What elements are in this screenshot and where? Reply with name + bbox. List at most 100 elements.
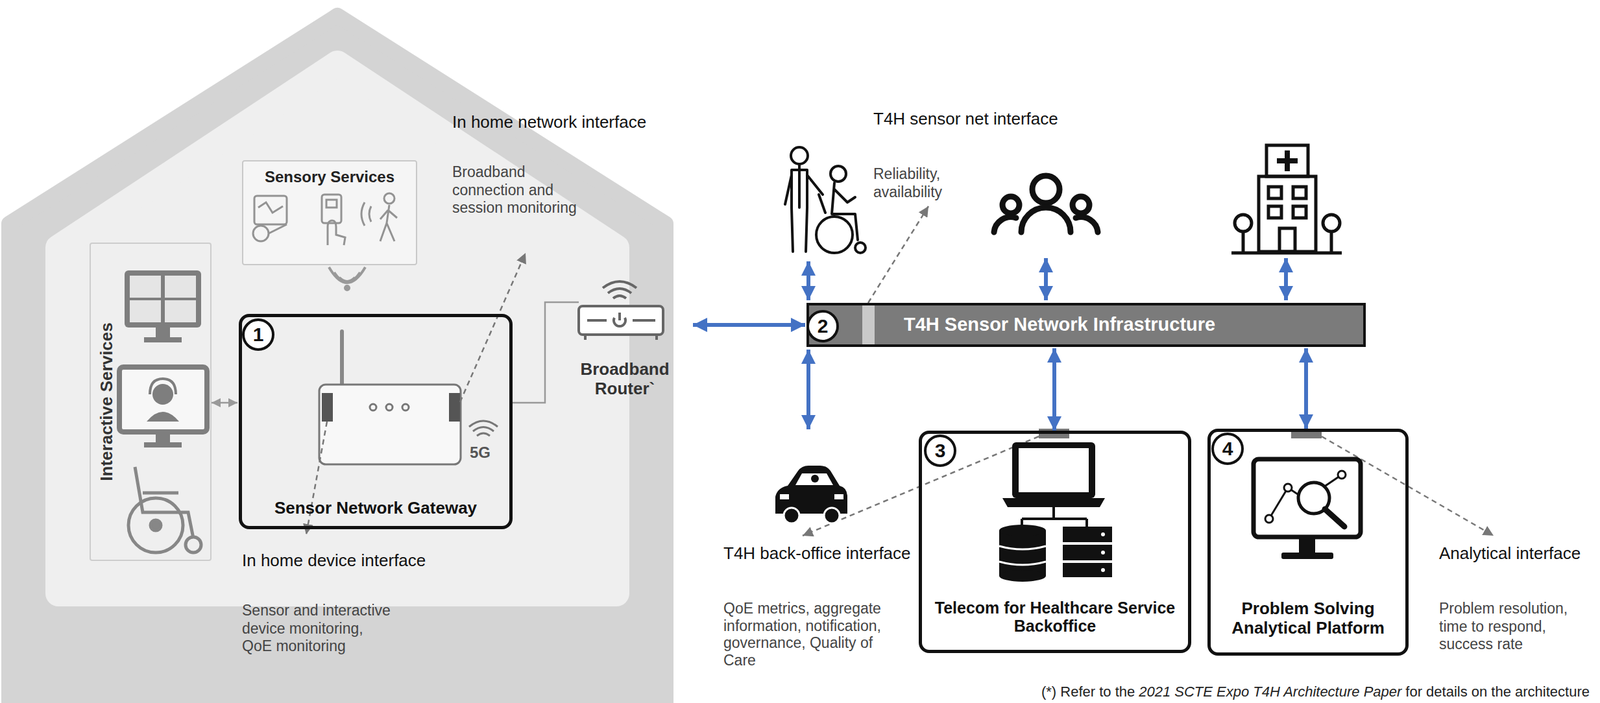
interactive-icons [164,275,196,298]
gateway-box: Sensor Network Gateway [238,314,513,530]
hospital-icon [1231,145,1342,254]
router-icon [607,288,632,294]
wireless-signal [345,286,350,291]
analytics-icon [1281,552,1334,560]
people-icon [1075,217,1098,233]
interface-heading: Analytical interface [1439,543,1595,564]
callout-number: 4 [1211,432,1244,466]
interactive-icons [128,498,183,553]
backoffice-icon [999,546,1046,566]
analytics-icon [1298,537,1316,553]
interactive-icons [155,432,170,443]
sensory-icons [380,205,398,242]
stakeholder-arrow [806,261,811,301]
router-icon [632,319,656,322]
sensory-icons [268,224,287,234]
caregiver-icon [785,147,866,254]
sensory-icons [327,220,346,246]
callout-number: 1 [242,318,275,352]
router-icon [583,334,587,340]
analytics-icon [1324,509,1345,527]
interactive-icons [155,327,170,339]
caregiver-icon [831,182,858,241]
interactive-icons [128,467,202,553]
callout-number: 3 [923,434,957,468]
hospital-icon [1268,206,1282,219]
interactive-icons [129,275,161,298]
backoffice-icon [1101,568,1105,573]
backoffice-box: Telecom for Healthcare Service Backoffic… [918,430,1192,654]
backoffice-icon [1062,545,1113,561]
sensory-icons [242,160,418,266]
leader-line [868,206,929,304]
callout-number: 2 [806,310,839,343]
infrastructure-bar: T4H Sensor Network Infrastructure [806,303,1366,348]
box-title: Problem Solving Analytical Platform [1223,599,1393,639]
caregiver-icon [818,194,826,213]
analytics-icon [1253,459,1361,538]
hospital-icon [1279,228,1296,252]
interactive-icons [119,270,207,553]
stakeholder-arrow [1284,258,1288,301]
people-icon [1072,196,1090,214]
car-icon [811,474,819,483]
box-title: Sensor Network Gateway [274,498,477,519]
box-title: Telecom for Healthcare Service Backoffic… [931,598,1179,637]
sensory-icons [384,193,395,204]
sensory-icons [361,202,372,226]
backoffice-icon [999,524,1046,537]
stakeholder-arrow [806,349,811,430]
interactive-icons [149,378,176,395]
hospital-icon [1234,214,1252,232]
hospital-icon [1330,231,1334,252]
interactive-icons [144,442,182,448]
interface-description: Reliability, availability [873,165,991,202]
gateway-device [319,331,498,465]
backoffice-icon [1101,550,1105,555]
interface-description: Problem resolution, time to respond, suc… [1439,600,1590,655]
backoffice-icon [1062,526,1113,543]
router-icon [613,295,627,299]
analytics-icon [1253,459,1361,560]
leader-line [306,206,1494,536]
backoffice-icon [999,530,1046,577]
interface-heading: T4H back-office interface [723,543,919,564]
interactive-icons [185,537,202,553]
hospital-icon [1293,186,1307,199]
caregiver-icon [790,147,808,165]
service-panel: Interactive Services [89,242,212,562]
router-icon [587,319,607,322]
sensory-icons [242,160,418,266]
hospital-icon [1258,176,1316,252]
wireless-signal [328,267,366,283]
hospital-icon [1241,231,1246,252]
caregiver-icon [830,166,847,182]
hospital-icon [1276,150,1298,172]
bar-title: T4H Sensor Network Infrastructure [903,314,1216,336]
interactive-icons [129,300,161,323]
wireless-signal [328,267,366,291]
backoffice-icon [999,442,1113,582]
service-panel: Sensory Services [242,160,418,266]
device-link [512,302,579,403]
car-icon [775,465,848,524]
people-icon [1021,207,1071,233]
interface-description: Sensor and interactive device monitoring… [242,602,395,656]
link-arrow [692,323,806,328]
footnote-reference: 2021 SCTE Expo T4H Architecture Paper [1138,683,1402,701]
backoffice-icon [1021,507,1087,527]
sensory-icons [254,195,287,225]
leader-line [460,253,526,403]
gateway-device [369,404,377,411]
hospital-icon [1322,214,1340,232]
car-icon [834,494,844,500]
interactive-icons [146,412,180,422]
device-name: Broadband Router` [569,360,680,400]
backoffice-icon [1002,498,1105,508]
hospital-icon [1231,251,1342,255]
hospital-icon [1293,206,1307,219]
car-icon [824,508,840,524]
interactive-icons [134,467,194,539]
gateway-device [469,421,498,427]
people-icon [993,175,1098,233]
